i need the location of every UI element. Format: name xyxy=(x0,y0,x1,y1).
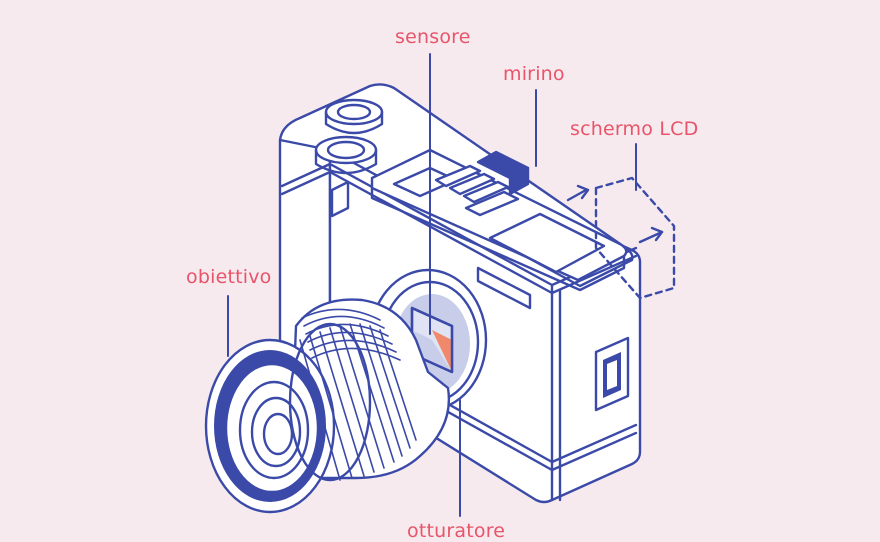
side-panel xyxy=(594,336,630,412)
lens-barrel xyxy=(204,298,451,514)
top-dials xyxy=(314,98,384,175)
viewfinder xyxy=(476,150,530,196)
label-viewfinder: mirino xyxy=(503,63,565,85)
lcd-arrows xyxy=(566,184,664,244)
top-panel xyxy=(370,148,628,292)
label-lcd: schermo LCD xyxy=(570,118,699,140)
lcd-screen-outline xyxy=(594,176,676,300)
label-sensor: sensore xyxy=(395,26,471,48)
label-shutter: otturatore xyxy=(407,520,506,542)
leader-lines xyxy=(227,53,637,517)
label-lens: obiettivo xyxy=(186,266,272,288)
